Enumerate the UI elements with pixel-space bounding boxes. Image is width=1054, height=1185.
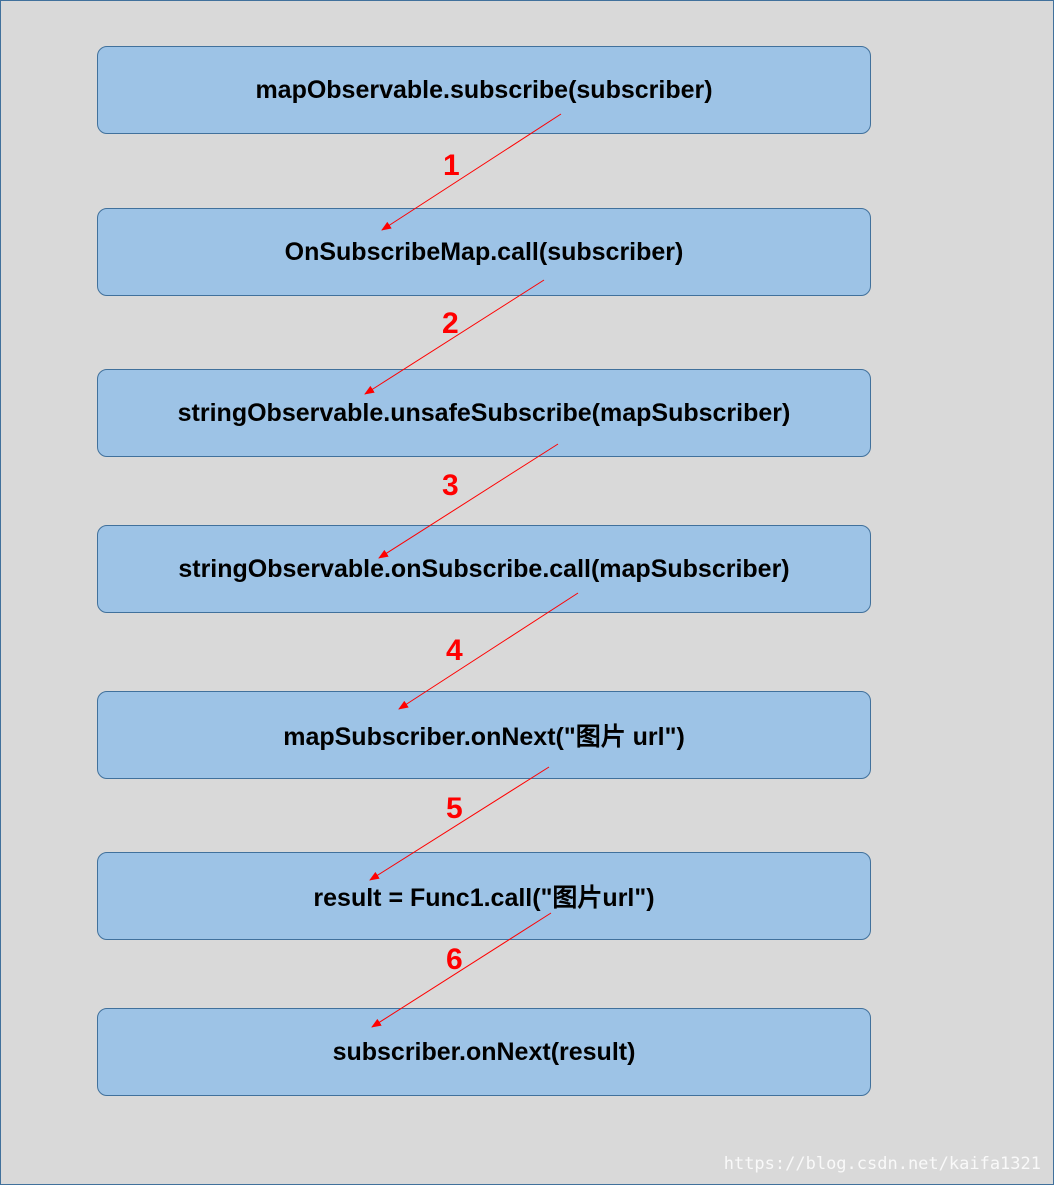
flow-box-5: mapSubscriber.onNext("图片 url") bbox=[97, 691, 871, 779]
step-number-5: 5 bbox=[446, 792, 463, 825]
arrow-3 bbox=[378, 443, 559, 559]
watermark-text: https://blog.csdn.net/kaifa1321 bbox=[723, 1154, 1041, 1174]
flow-box-7: subscriber.onNext(result) bbox=[97, 1008, 871, 1096]
flow-box-1: mapObservable.subscribe(subscriber) bbox=[97, 46, 871, 134]
arrow-5 bbox=[369, 766, 550, 881]
flow-box-4: stringObservable.onSubscribe.call(mapSub… bbox=[97, 525, 871, 613]
arrow-2 bbox=[364, 279, 545, 395]
step-number-6: 6 bbox=[446, 943, 463, 976]
flow-box-2: OnSubscribeMap.call(subscriber) bbox=[97, 208, 871, 296]
step-number-2: 2 bbox=[442, 307, 459, 340]
flow-box-6: result = Func1.call("图片url") bbox=[97, 852, 871, 940]
step-number-1: 1 bbox=[443, 149, 460, 182]
flow-box-3: stringObservable.unsafeSubscribe(mapSubs… bbox=[97, 369, 871, 457]
arrow-4 bbox=[398, 592, 579, 710]
step-number-4: 4 bbox=[446, 634, 463, 667]
step-number-3: 3 bbox=[442, 469, 459, 502]
arrow-6 bbox=[371, 912, 552, 1028]
arrow-1 bbox=[381, 113, 562, 231]
